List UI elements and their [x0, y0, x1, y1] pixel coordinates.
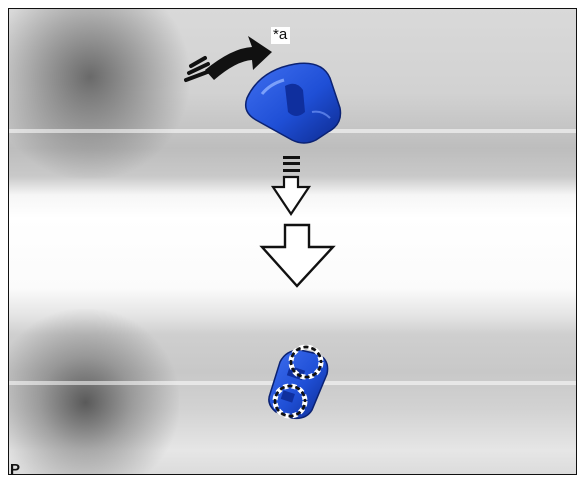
down-arrow-small-icon [270, 156, 312, 216]
dashed-claw-circle-icon [272, 344, 324, 419]
down-arrow-large-icon [259, 223, 336, 288]
lower-pipe-shadow [9, 309, 179, 474]
callout-label-a: *a [271, 27, 291, 44]
upper-pipe-shadow [9, 9, 189, 179]
corner-label-p: P [10, 461, 21, 478]
curved-arrow-icon [184, 36, 272, 82]
blue-cap-icon [244, 62, 342, 144]
